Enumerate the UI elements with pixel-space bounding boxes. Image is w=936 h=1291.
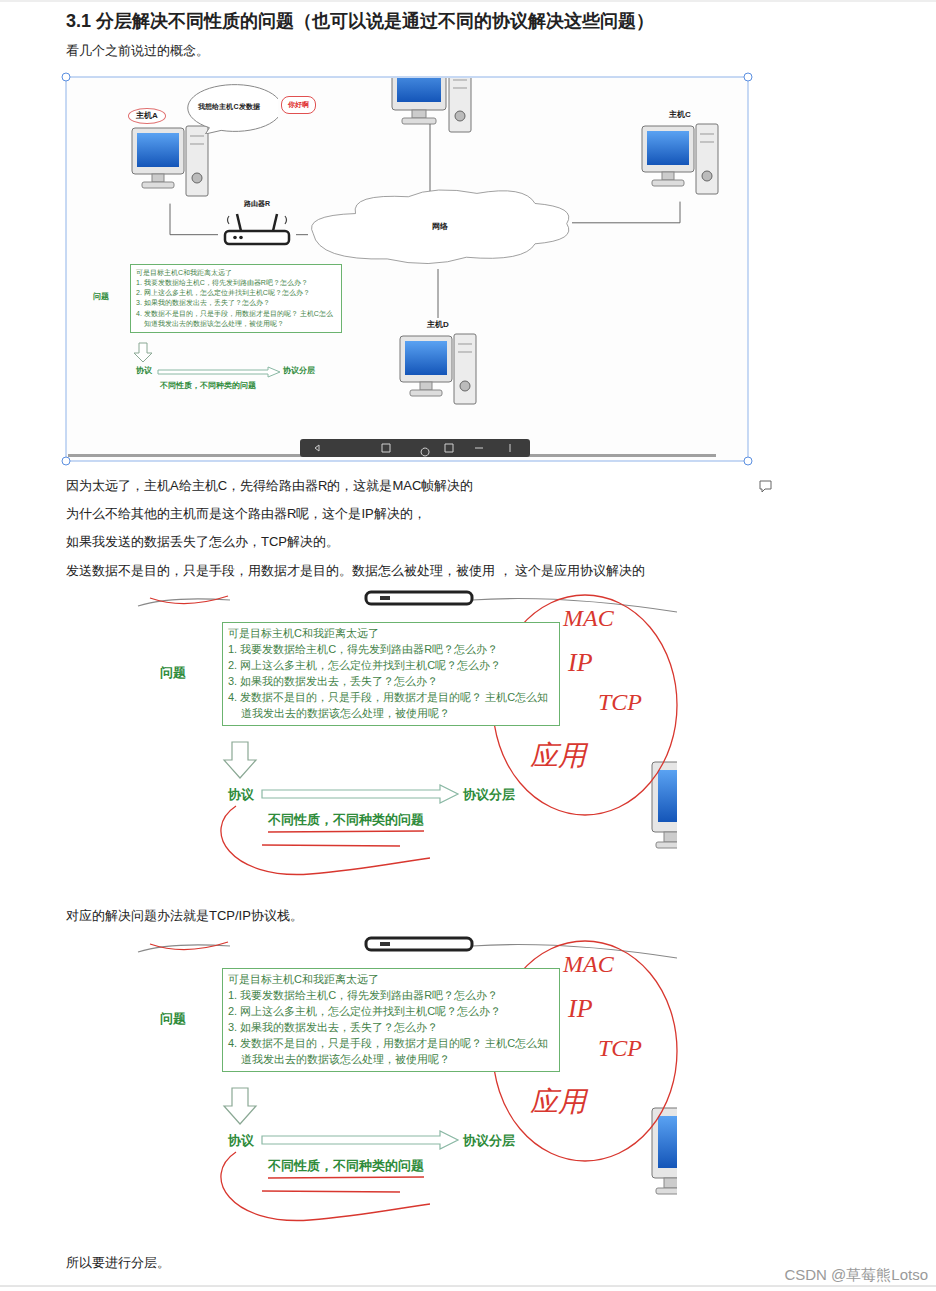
watermark: CSDN @草莓熊Lotso <box>784 1266 928 1284</box>
handwritten-note: TCP <box>598 690 642 714</box>
handwritten-note: 应用 <box>530 742 586 770</box>
body-text: 如果我发送的数据丢失了怎么办，TCP解决的。 <box>66 534 339 551</box>
computer-icon <box>640 122 720 202</box>
network-link <box>170 204 218 235</box>
network-link <box>438 269 439 318</box>
handwritten-note: IP <box>568 996 593 1022</box>
diagram-caption: 不同性质，不同种类的问题 <box>160 381 256 391</box>
reply-tag: 你好啊 <box>281 96 316 114</box>
down-arrow <box>134 343 152 362</box>
question-item: 1. 我要发数据给主机C，得先发到路由器R吧？怎么办？ <box>136 278 336 288</box>
diagram-caption: 协议分层 <box>463 787 515 803</box>
host-computer-icon <box>392 78 471 192</box>
node-label: 主机D <box>396 318 480 332</box>
diagram-caption: 不同性质，不同种类的问题 <box>268 812 424 828</box>
router-device: 路由器R <box>218 198 296 250</box>
question-item: 2. 网上这么多主机，怎么定位并找到主机C呢？怎么办？ <box>136 288 336 298</box>
diagram-caption: 问题 <box>93 292 109 302</box>
resize-handle <box>62 73 752 465</box>
question-box: 可是目标主机C和我距离太远了1. 我要发数据给主机C，得先发到路由器R吧？怎么办… <box>222 622 560 726</box>
handwritten-note: 应用 <box>530 1088 586 1116</box>
node-label: 路由器R <box>218 198 296 210</box>
question-item: 4. 发数据不是目的，只是手段，用数据才是目的呢？ 主机C怎么知道我发出去的数据… <box>228 690 554 722</box>
image-frame <box>62 60 752 465</box>
diagram-caption: 协议 <box>228 1133 254 1149</box>
node-label: 主机A <box>128 108 166 124</box>
red-annotation <box>150 595 677 874</box>
question-item: 1. 我要发数据给主机C，得先发到路由器R吧？怎么办？ <box>228 642 554 658</box>
diagram-caption: 协议 <box>136 366 152 376</box>
question-item: 3. 如果我的数据发出去，丢失了？怎么办？ <box>136 298 336 308</box>
router-icon <box>221 210 293 250</box>
diagram-caption: 问题 <box>160 1011 186 1027</box>
handwritten-note: MAC <box>563 606 614 630</box>
host-computer: 主机D <box>396 318 480 412</box>
diagram-caption: 协议分层 <box>283 366 315 376</box>
body-text: 所以要进行分层。 <box>66 1255 170 1272</box>
body-text: 对应的解决问题办法就是TCP/IP协议栈。 <box>66 908 303 925</box>
question-heading: 可是目标主机C和我距离太远了 <box>228 972 554 988</box>
annotated-screenshot <box>138 938 692 1239</box>
host-computer: 主机C <box>638 108 722 202</box>
right-arrow <box>158 367 280 377</box>
viewer-toolbar <box>300 439 530 457</box>
question-heading: 可是目标主机C和我距离太远了 <box>136 268 336 278</box>
node-label: 我想给主机C发数据 <box>198 103 259 111</box>
question-item: 2. 网上这么多主机，怎么定位并找到主机C呢？怎么办？ <box>228 1004 554 1020</box>
computer-icon <box>398 332 478 412</box>
body-text: 为什么不给其他的主机而是这个路由器R呢，这个是IP解决的， <box>66 506 426 523</box>
question-item: 3. 如果我的数据发出去，丢失了？怎么办？ <box>228 1020 554 1036</box>
node-label: 你好啊 <box>288 101 309 109</box>
body-text: 因为太远了，主机A给主机C，先得给路由器R的，这就是MAC帧解决的 <box>66 478 473 495</box>
diagram-caption: 协议分层 <box>463 1133 515 1149</box>
section-title: 3.1 分层解决不同性质的问题（也可以说是通过不同的协议解决这些问题） <box>66 10 654 33</box>
question-item: 3. 如果我的数据发出去，丢失了？怎么办？ <box>228 674 554 690</box>
body-text: 发送数据不是目的，只是手段，用数据才是目的。数据怎么被处理，被使用 ， 这个是应… <box>66 563 645 580</box>
body-text: 看几个之前说过的概念。 <box>66 43 209 60</box>
bottom-rule <box>0 1286 936 1287</box>
computer-icon <box>130 124 210 204</box>
diagram-caption: 协议 <box>228 787 254 803</box>
node-label: 主机C <box>638 108 722 122</box>
question-heading: 可是目标主机C和我距离太远了 <box>228 626 554 642</box>
comment-icon <box>760 481 771 492</box>
question-item: 4. 发数据不是目的，只是手段，用数据才是目的呢？ 主机C怎么知道我发出去的数据… <box>136 309 336 329</box>
network-link <box>296 234 308 235</box>
node-label: 网络 <box>432 222 448 232</box>
diagram-caption: 问题 <box>160 665 186 681</box>
top-rule <box>0 1 936 2</box>
question-box: 可是目标主机C和我距离太远了1. 我要发数据给主机C，得先发到路由器R吧？怎么办… <box>130 264 342 333</box>
handwritten-note: IP <box>568 650 593 676</box>
network-cloud: 网络 <box>308 185 572 269</box>
question-item: 4. 发数据不是目的，只是手段，用数据才是目的呢？ 主机C怎么知道我发出去的数据… <box>228 1036 554 1068</box>
handwritten-note: TCP <box>598 1036 642 1060</box>
annotated-screenshot <box>138 592 692 893</box>
question-box: 可是目标主机C和我距离太远了1. 我要发数据给主机C，得先发到路由器R吧？怎么办… <box>222 968 560 1072</box>
network-link <box>572 202 680 223</box>
speech-bubble: 我想给主机C发数据 <box>180 80 278 134</box>
diagram-caption: 不同性质，不同种类的问题 <box>268 1158 424 1174</box>
handwritten-note: MAC <box>563 952 614 976</box>
question-item: 1. 我要发数据给主机C，得先发到路由器R吧？怎么办？ <box>228 988 554 1004</box>
question-item: 2. 网上这么多主机，怎么定位并找到主机C呢？怎么办？ <box>228 658 554 674</box>
